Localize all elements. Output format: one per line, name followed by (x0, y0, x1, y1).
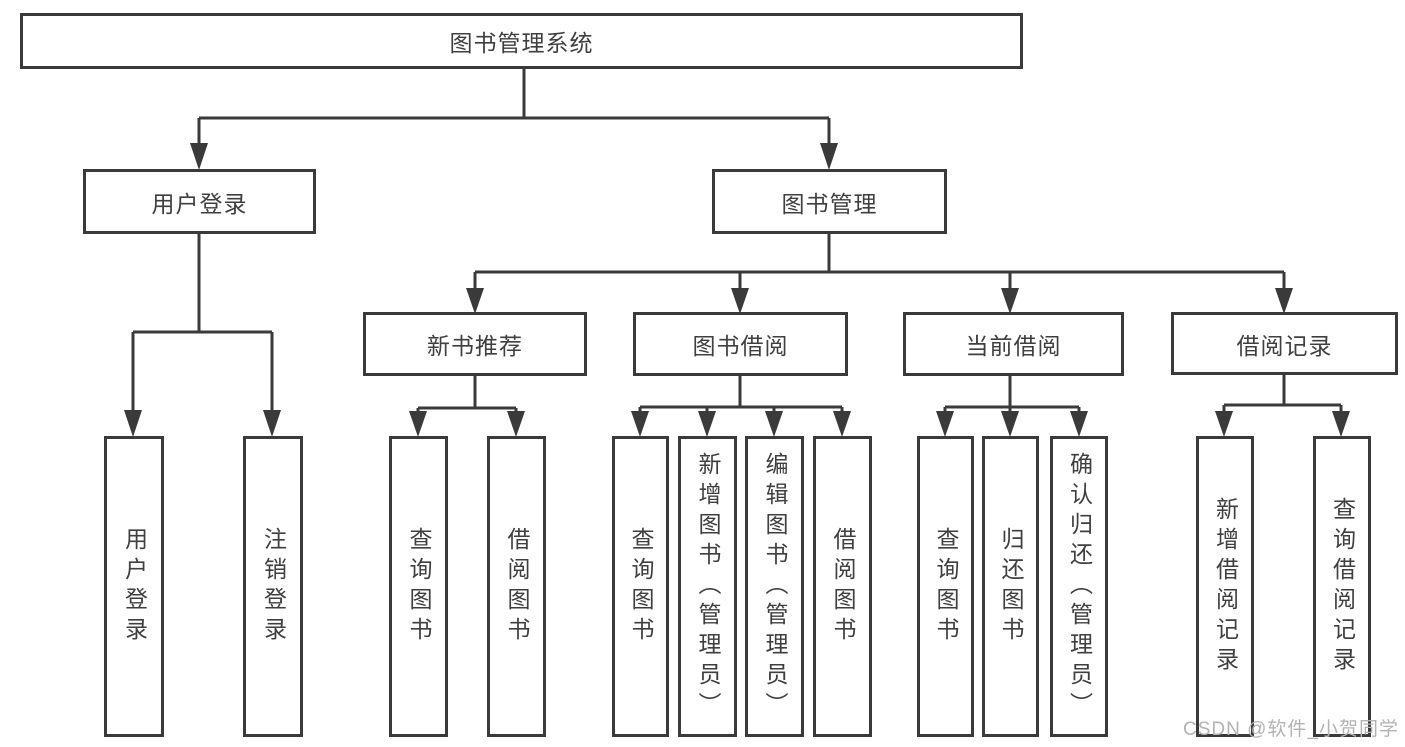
leaf-borrow-query-books: 查询图书 (612, 436, 669, 737)
node-user-login: 用户登录 (83, 169, 316, 234)
leaf-edit-books-admin: 编辑图书（管理员） (745, 436, 804, 737)
node-current-borrow: 当前借阅 (903, 312, 1124, 376)
leaf-recommend-query-books: 查询图书 (389, 436, 448, 737)
node-borrow-records: 借阅记录 (1171, 312, 1398, 375)
leaf-logout: 注销登录 (243, 436, 303, 737)
node-label: 查询图书 (933, 526, 959, 647)
node-label: 借阅图书 (504, 526, 530, 647)
node-label: 查询借阅记录 (1329, 496, 1356, 677)
node-label: 当前借阅 (965, 333, 1062, 359)
node-book-management: 图书管理 (712, 169, 947, 234)
leaf-user-login: 用户登录 (104, 436, 164, 737)
node-label: 归还图书 (998, 526, 1024, 647)
node-new-book-recommend: 新书推荐 (363, 312, 587, 376)
leaf-borrow-books: 借阅图书 (813, 436, 872, 737)
node-label: 借阅图书 (830, 526, 856, 647)
node-label: 确认归还（管理员） (1066, 451, 1093, 722)
node-label: 新书推荐 (427, 333, 523, 359)
node-label: 查询图书 (406, 526, 432, 647)
node-label: 借阅记录 (1236, 332, 1333, 359)
node-label: 新增图书（管理员） (695, 451, 721, 722)
node-label: 注销登录 (260, 526, 287, 647)
node-label: 图书管理系统 (449, 30, 594, 56)
node-library-management-system: 图书管理系统 (20, 13, 1023, 69)
node-label: 图书管理 (781, 190, 878, 217)
node-book-borrow: 图书借阅 (633, 312, 848, 376)
node-label: 查询图书 (628, 526, 654, 647)
leaf-query-borrow-record: 查询借阅记录 (1313, 436, 1371, 737)
node-label: 图书借阅 (692, 333, 789, 359)
node-label: 用户登录 (121, 526, 148, 647)
leaf-current-query-books: 查询图书 (917, 436, 974, 737)
leaf-recommend-borrow-books: 借阅图书 (487, 436, 546, 737)
node-label: 新增借阅记录 (1212, 496, 1239, 677)
leaf-add-borrow-record: 新增借阅记录 (1196, 436, 1254, 737)
leaf-return-books: 归还图书 (982, 436, 1039, 737)
leaf-add-books-admin: 新增图书（管理员） (678, 436, 737, 737)
connector-paths (131, 69, 1343, 414)
csdn-watermark: CSDN @软件_小贺同学 (1183, 719, 1399, 740)
node-label: 用户登录 (151, 190, 248, 217)
arrowhead-icons (124, 143, 1350, 437)
node-label: 编辑图书（管理员） (762, 451, 788, 722)
leaf-confirm-return-admin: 确认归还（管理员） (1050, 436, 1108, 737)
